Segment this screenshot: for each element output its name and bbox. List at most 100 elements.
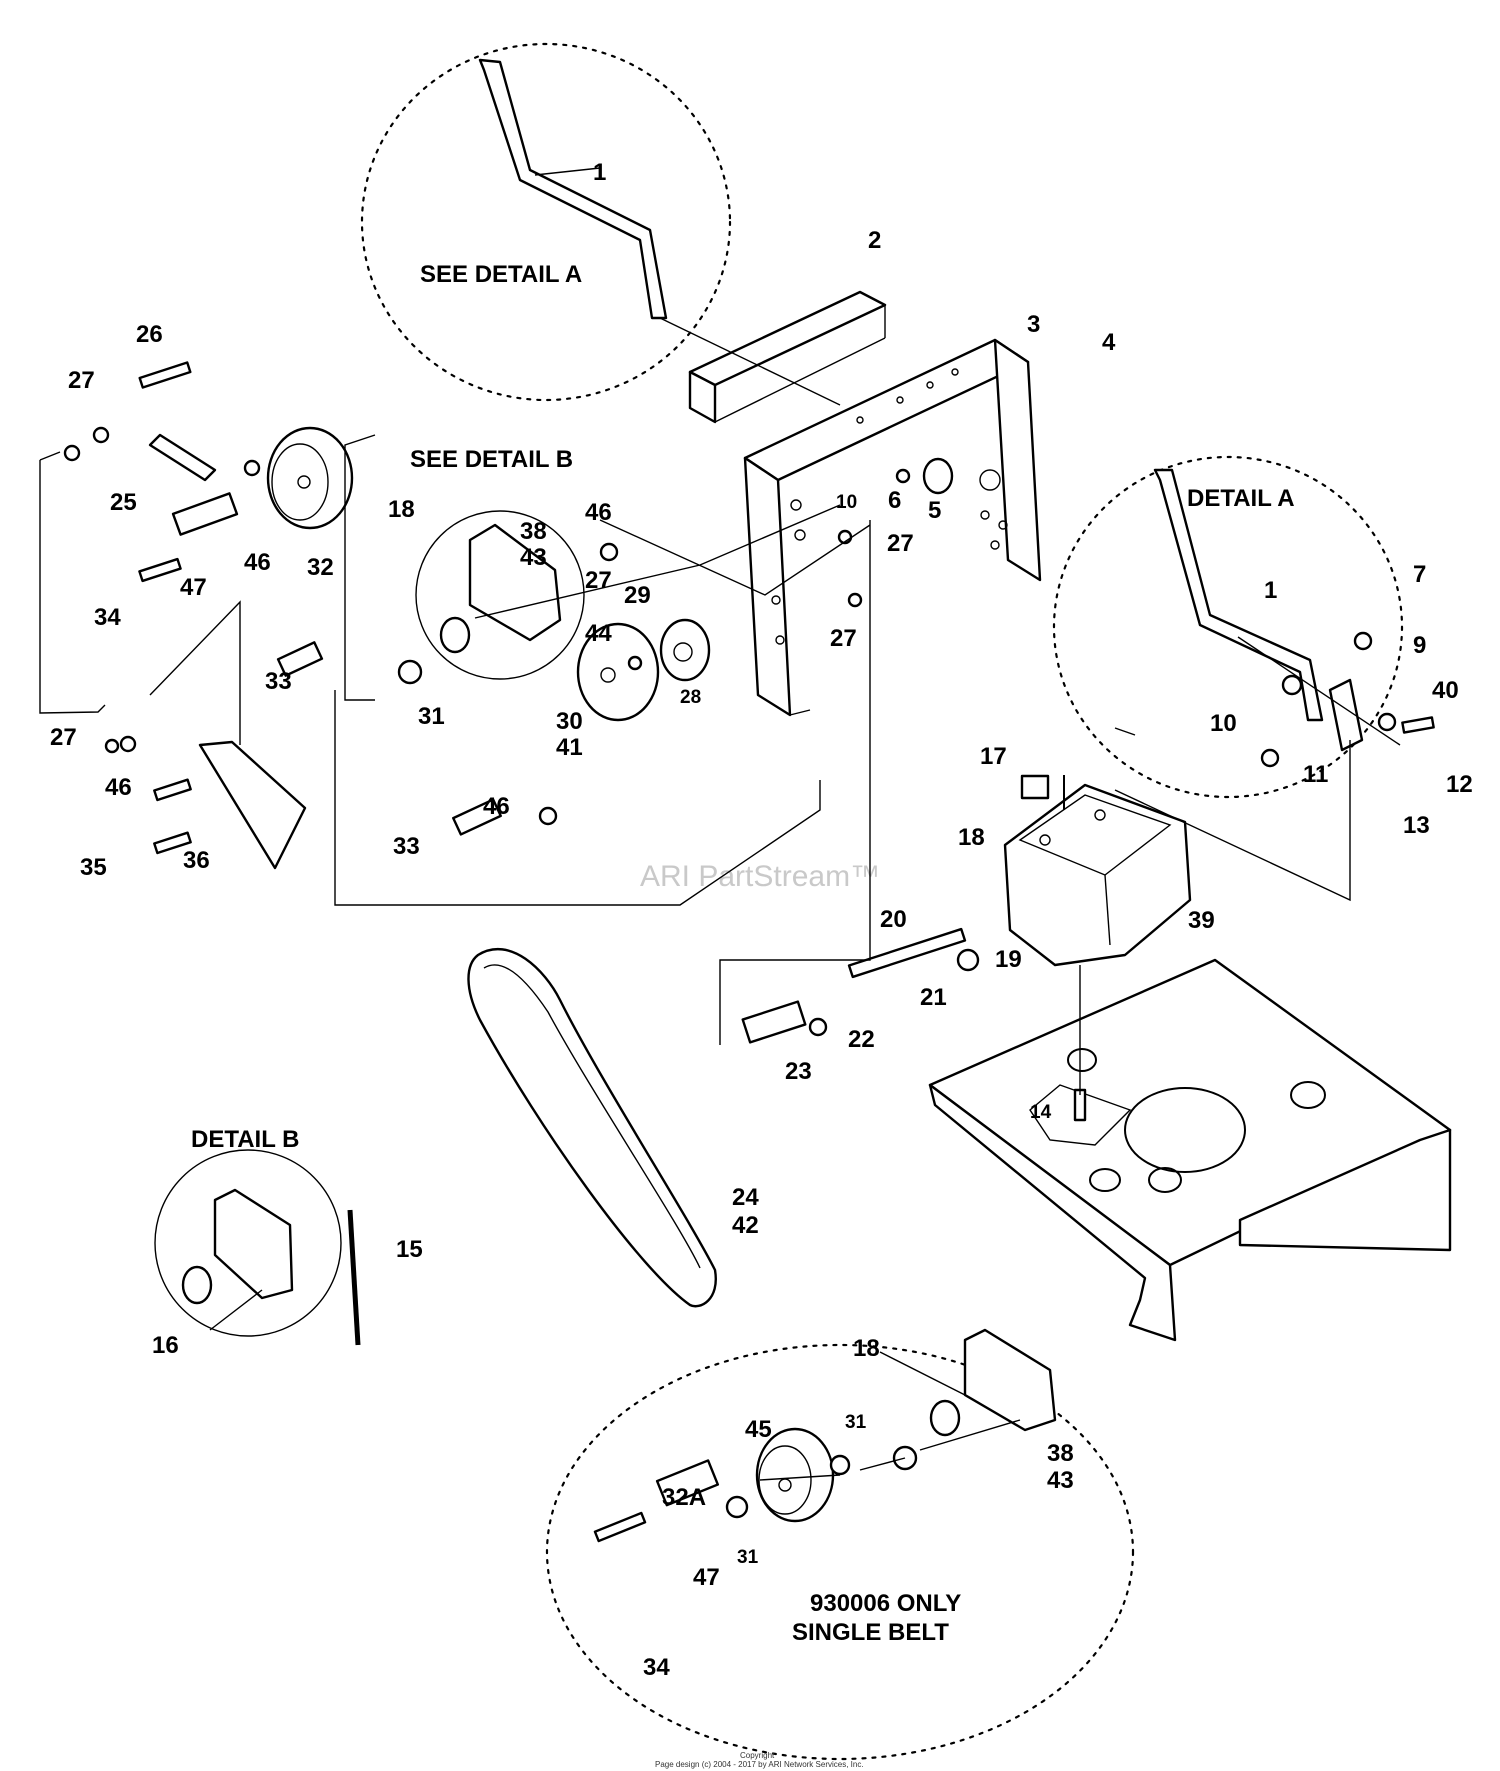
callout-27-e: 27: [50, 724, 77, 751]
spacer-47: [171, 492, 239, 536]
spring-25: [148, 433, 217, 482]
callout-32a: 32A: [662, 1484, 706, 1511]
callout-42: 42: [732, 1212, 759, 1239]
detail-b-reference-circle: [415, 510, 585, 680]
idler-arm-part: [468, 523, 562, 642]
callout-38-b: 38: [1047, 1440, 1074, 1467]
pivot-tube-part: [922, 457, 954, 495]
callout-28: 28: [680, 687, 701, 708]
shield-plate-part: [198, 740, 307, 870]
callout-2: 2: [868, 227, 881, 254]
callout-18-c: 18: [853, 1335, 880, 1362]
callout-5: 5: [928, 497, 941, 524]
callout-31-b: 31: [845, 1412, 867, 1433]
callout-9: 9: [1413, 632, 1426, 659]
detail-a-title: DETAIL A: [1187, 485, 1295, 512]
callout-43: 43: [520, 544, 547, 571]
lever-part: [478, 58, 668, 320]
pulley-32-part: [266, 426, 354, 530]
callout-27-a: 27: [68, 367, 95, 394]
footer-copyright: Copyright: [740, 1751, 775, 1760]
callout-27-d: 27: [830, 625, 857, 652]
callout-34-b: 34: [643, 1654, 670, 1681]
only-note-line1: 930006 ONLY: [810, 1590, 961, 1617]
bushing-31: [397, 659, 423, 685]
switch-part: [1020, 774, 1050, 800]
detail-a-reference-circle: [360, 42, 732, 402]
callout-16: 16: [152, 1332, 179, 1359]
callout-15: 15: [396, 1236, 423, 1263]
callout-35: 35: [80, 854, 107, 881]
callout-22: 22: [848, 1026, 875, 1053]
callout-7: 7: [1413, 561, 1426, 588]
callout-30: 30: [556, 708, 583, 735]
main-frame-part: [743, 338, 1042, 717]
callout-47: 47: [180, 574, 207, 601]
spacer-47b: [655, 1459, 720, 1507]
callout-14: 14: [1030, 1102, 1052, 1123]
callout-25: 25: [110, 489, 137, 516]
detail-a-circle: [1052, 455, 1404, 799]
callout-17: 17: [980, 743, 1007, 770]
callout-10: 10: [1210, 710, 1237, 737]
footer-page-design: Page design (c) 2004 - 2017 by ARI Netwo…: [655, 1760, 864, 1769]
callout-24: 24: [732, 1184, 759, 1211]
callout-26: 26: [136, 321, 163, 348]
detail-b-arm: [213, 1188, 294, 1300]
callout-44: 44: [585, 620, 612, 647]
callout-36: 36: [183, 847, 210, 874]
callout-47-b: 47: [693, 1564, 720, 1591]
callout-27-c: 27: [887, 530, 914, 557]
callout-39: 39: [1188, 907, 1215, 934]
callout-38: 38: [520, 518, 547, 545]
callout-33-b: 33: [393, 833, 420, 860]
callout-32: 32: [307, 554, 334, 581]
see-detail-a-note: SEE DETAIL A: [420, 261, 582, 288]
shaft-21: [847, 927, 967, 979]
callout-43-b: 43: [1047, 1467, 1074, 1494]
callout-18: 18: [958, 824, 985, 851]
only-note-line2: SINGLE BELT: [792, 1619, 949, 1646]
tube-23: [741, 1000, 807, 1044]
single-belt-arm-hub: [929, 1399, 961, 1437]
callout-1: 1: [593, 159, 606, 186]
callout-6: 6: [888, 487, 901, 514]
single-belt-circle: [545, 1343, 1135, 1761]
callout-10-small: 10: [836, 492, 857, 513]
detail-b-title: DETAIL B: [191, 1126, 299, 1153]
base-frame-part: [928, 958, 1452, 1342]
callout-21: 21: [920, 984, 947, 1011]
connection-lines: [39, 167, 1401, 1481]
callout-3: 3: [1027, 311, 1040, 338]
idler-arm-hub: [439, 616, 471, 654]
callout-20: 20: [880, 906, 907, 933]
callout-46-b: 46: [585, 499, 612, 526]
detail-a-lever: [1153, 468, 1324, 722]
callout-34: 34: [94, 604, 121, 631]
detail-b-hub: [181, 1265, 213, 1305]
callout-29: 29: [624, 582, 651, 609]
single-belt-arm: [963, 1328, 1057, 1432]
detail-a-bracket: [1328, 678, 1364, 752]
watermark: ARI PartStream™: [640, 860, 880, 893]
bearing-28-part: [659, 618, 711, 682]
see-detail-b-note: SEE DETAIL B: [410, 446, 573, 473]
callout-4: 4: [1102, 329, 1116, 356]
callout-40: 40: [1432, 677, 1459, 704]
callout-46-c: 46: [105, 774, 132, 801]
gearbox-part: [1003, 783, 1192, 967]
callout-33: 33: [265, 668, 292, 695]
bushing-31c: [725, 1495, 749, 1519]
spacer-33b: [452, 798, 502, 836]
v-belt-part: [467, 947, 717, 1308]
callout-41: 41: [556, 734, 583, 761]
callout-19: 19: [995, 946, 1022, 973]
callout-46-a: 46: [244, 549, 271, 576]
callout-31: 31: [418, 703, 445, 730]
pulley-30-part: [576, 622, 660, 722]
callout-12: 12: [1446, 771, 1473, 798]
bolt-26: [138, 361, 192, 389]
spacer-33: [276, 641, 324, 677]
bolt-34b: [593, 1511, 647, 1543]
